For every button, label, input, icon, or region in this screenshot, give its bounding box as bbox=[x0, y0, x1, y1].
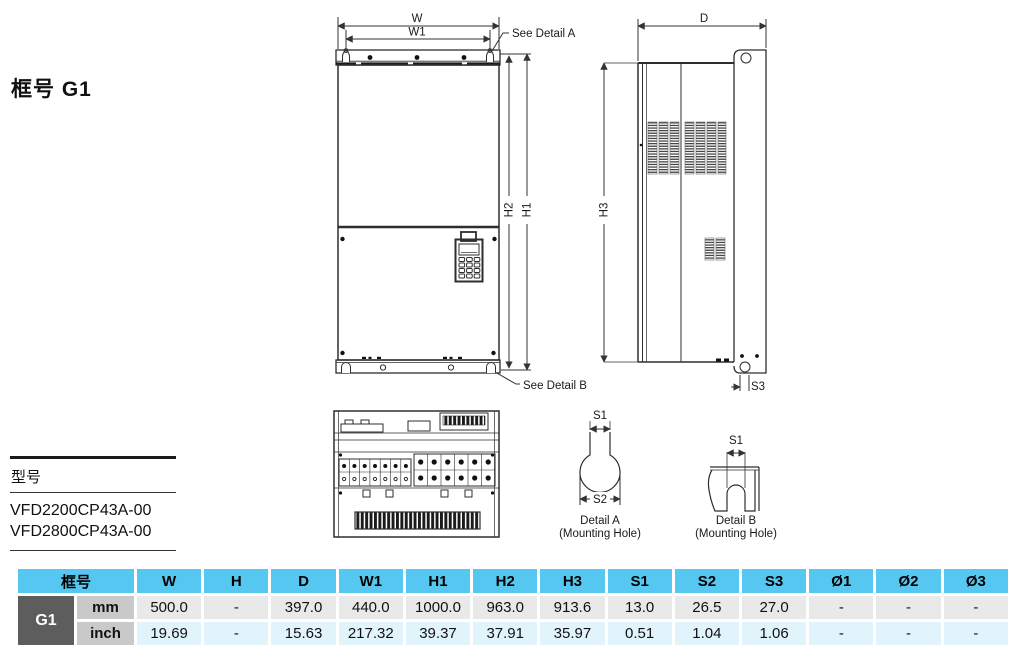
cell-mm-s2: 26.5 bbox=[674, 596, 739, 619]
dim-label-d: D bbox=[700, 13, 708, 25]
see-detail-a-label: See Detail A bbox=[512, 28, 576, 40]
dim-label-w1: W1 bbox=[408, 27, 425, 39]
cell-inch-h1: 39.37 bbox=[405, 622, 471, 645]
model-section-title: 型号 bbox=[10, 459, 176, 493]
cell-inch-s1: 0.51 bbox=[607, 622, 672, 645]
detail-a-s2-label: S2 bbox=[593, 494, 607, 506]
cell-mm-h2: 963.0 bbox=[473, 596, 538, 619]
col-header-frame: 框号 bbox=[18, 569, 135, 593]
dim-label-h1: H1 bbox=[522, 203, 534, 218]
col-header-h3: H3 bbox=[540, 569, 605, 593]
cell-inch-d2: - bbox=[876, 622, 941, 645]
cell-inch-h3: 35.97 bbox=[540, 622, 605, 645]
dim-label-h2: H2 bbox=[504, 203, 516, 218]
side-view bbox=[637, 49, 767, 374]
u-slot-bottom-left bbox=[341, 362, 351, 373]
vent-grille-lower bbox=[704, 237, 726, 261]
col-header-s3: S3 bbox=[741, 569, 807, 593]
detail-b-subtitle: (Mounting Hole) bbox=[695, 528, 777, 540]
cell-inch-d3: - bbox=[943, 622, 1008, 645]
cell-inch-d1: - bbox=[809, 622, 874, 645]
table-row-mm: G1 mm 500.0 - 397.0 440.0 1000.0 963.0 9… bbox=[18, 596, 1008, 645]
col-header-h2: H2 bbox=[473, 569, 538, 593]
bottom-air-grille bbox=[354, 511, 481, 530]
dim-label-s3: S3 bbox=[751, 381, 765, 393]
front-view bbox=[335, 48, 501, 374]
dim-label-h3: H3 bbox=[599, 203, 611, 218]
u-slot-bottom-right bbox=[486, 362, 496, 373]
detail-a-s1-label: S1 bbox=[593, 410, 607, 422]
detail-a-title: Detail A bbox=[580, 515, 620, 527]
dimensions-table: 框号 W H D W1 H1 H2 H3 S1 S2 S3 Ø1 Ø2 Ø3 G… bbox=[15, 566, 1011, 648]
detail-a-subtitle: (Mounting Hole) bbox=[559, 528, 641, 540]
model-section: 型号 VFD2200CP43A-00 VFD2800CP43A-00 bbox=[10, 456, 176, 551]
page-title: 框号 G1 bbox=[11, 78, 92, 101]
col-header-d2: Ø2 bbox=[876, 569, 941, 593]
cell-inch-d: 15.63 bbox=[271, 622, 336, 645]
keypad bbox=[454, 231, 484, 283]
vent-grille-upper bbox=[647, 121, 727, 175]
table-row-inch: inch 19.69 - 15.63 217.32 39.37 37.91 35… bbox=[18, 622, 1008, 645]
model-number: VFD2200CP43A-00 bbox=[10, 502, 152, 519]
cell-mm-d1: - bbox=[809, 596, 874, 619]
see-detail-b-label: See Detail B bbox=[523, 380, 587, 392]
cell-inch-s3: 1.06 bbox=[741, 622, 807, 645]
cell-mm-h1: 1000.0 bbox=[405, 596, 471, 619]
cell-inch-h2: 37.91 bbox=[473, 622, 538, 645]
cell-mm-w1: 440.0 bbox=[338, 596, 403, 619]
col-header-d: D bbox=[271, 569, 336, 593]
col-header-s1: S1 bbox=[607, 569, 672, 593]
cell-inch-s2: 1.04 bbox=[674, 622, 739, 645]
detail-a bbox=[579, 421, 621, 505]
cell-mm-d: 397.0 bbox=[271, 596, 336, 619]
cell-inch-h: - bbox=[204, 622, 269, 645]
col-header-w1: W1 bbox=[338, 569, 403, 593]
cell-mm-d3: - bbox=[943, 596, 1008, 619]
detail-b-s1-label: S1 bbox=[729, 435, 743, 447]
bottom-view bbox=[333, 410, 500, 538]
table-header-row: 框号 W H D W1 H1 H2 H3 S1 S2 S3 Ø1 Ø2 Ø3 bbox=[18, 569, 1008, 593]
cell-inch-w: 19.69 bbox=[137, 622, 202, 645]
col-header-h1: H1 bbox=[405, 569, 471, 593]
cell-mm-h3: 913.6 bbox=[540, 596, 605, 619]
detail-b-title: Detail B bbox=[716, 515, 757, 527]
cell-mm-w: 500.0 bbox=[137, 596, 202, 619]
col-header-s2: S2 bbox=[674, 569, 739, 593]
col-header-h: H bbox=[204, 569, 269, 593]
frame-cell: G1 bbox=[18, 596, 74, 645]
dim-label-w: W bbox=[412, 13, 423, 25]
unit-cell-mm: mm bbox=[77, 596, 135, 619]
detail-b bbox=[707, 449, 760, 512]
side-view-dimensions bbox=[598, 19, 767, 391]
cell-mm-s3: 27.0 bbox=[741, 596, 807, 619]
terminal-block-right bbox=[413, 453, 496, 487]
col-header-d3: Ø3 bbox=[943, 569, 1008, 593]
cell-mm-d2: - bbox=[876, 596, 941, 619]
col-header-d1: Ø1 bbox=[809, 569, 874, 593]
cell-mm-h: - bbox=[204, 596, 269, 619]
keyhole-slot-top-left bbox=[342, 48, 350, 62]
cell-inch-w1: 217.32 bbox=[338, 622, 403, 645]
divider bbox=[10, 456, 176, 459]
unit-cell-inch: inch bbox=[77, 622, 135, 645]
front-view-dimensions bbox=[337, 17, 533, 385]
cell-mm-s1: 13.0 bbox=[607, 596, 672, 619]
model-number: VFD2800CP43A-00 bbox=[10, 523, 152, 540]
technical-drawing: W W1 See Detail A H2 H1 See Detail B bbox=[333, 13, 777, 540]
col-header-w: W bbox=[137, 569, 202, 593]
terminal-block-left bbox=[338, 458, 412, 487]
